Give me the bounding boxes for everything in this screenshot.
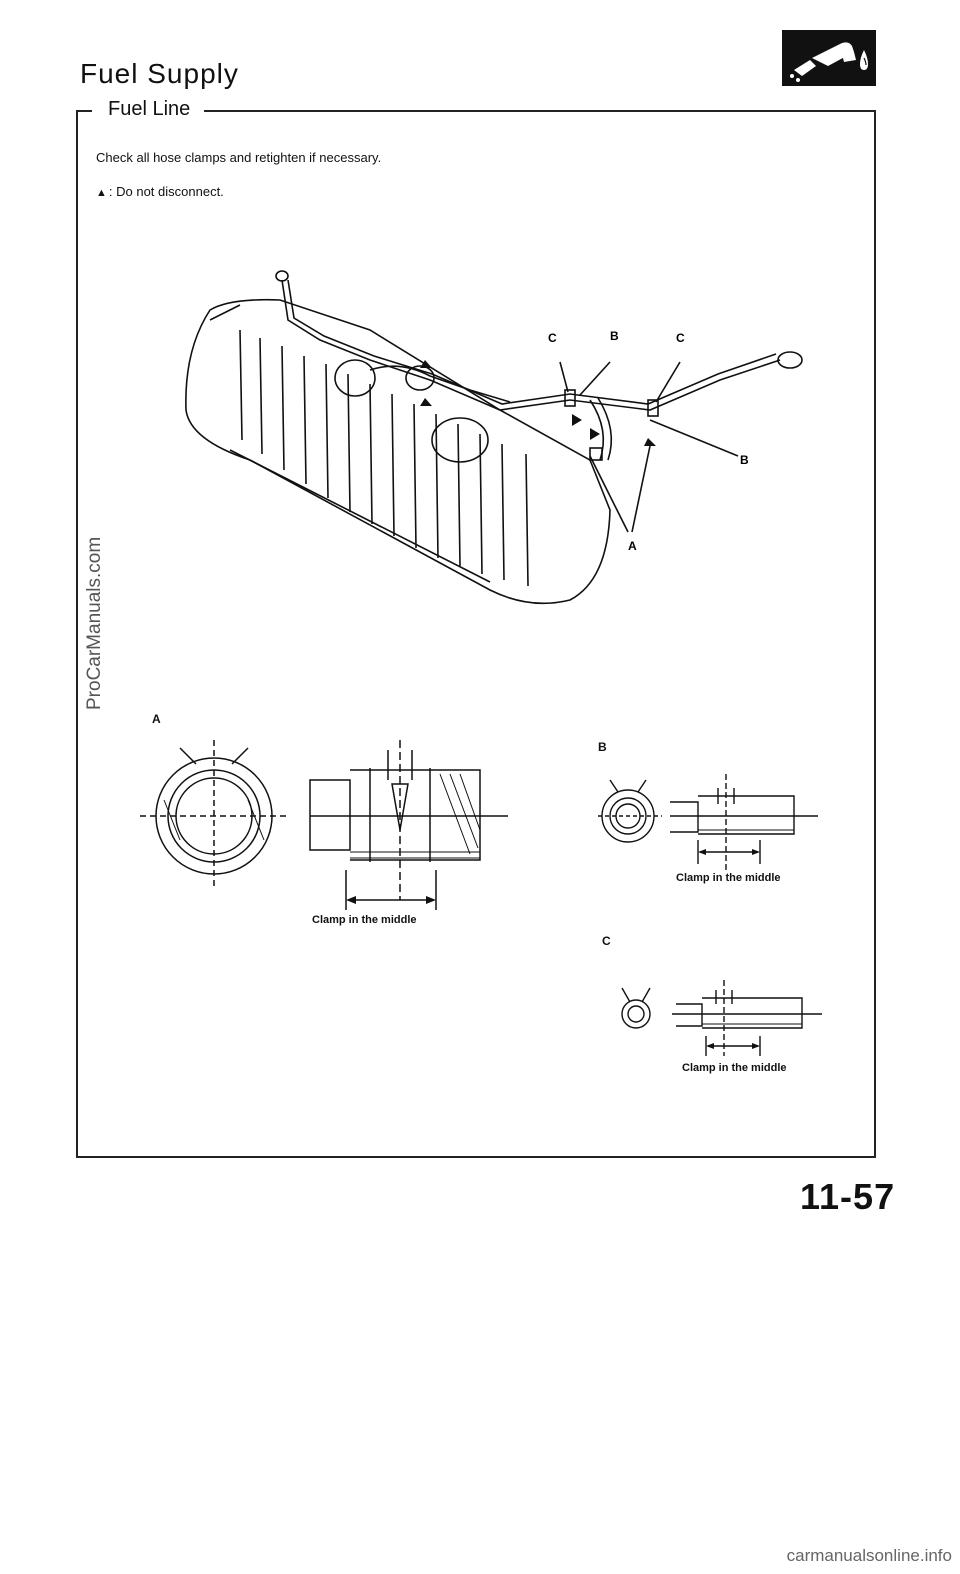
fuel-nozzle-icon: [782, 30, 876, 86]
bottom-watermark: carmanualsonline.info: [786, 1546, 952, 1565]
detail-b-caption: Clamp in the middle: [676, 872, 781, 884]
detail-b-diagram: [598, 774, 818, 870]
side-watermark: ProCarManuals.com: [84, 536, 105, 710]
section-title: Fuel Line: [102, 98, 197, 121]
callout-a: A: [628, 539, 637, 553]
detail-c-caption: Clamp in the middle: [682, 1062, 787, 1074]
warning-triangle-icon: ▲: [96, 187, 107, 199]
frame-top-right: [204, 110, 876, 112]
detail-b-label: B: [598, 740, 607, 754]
content-frame: [76, 110, 876, 1158]
detail-c-label: C: [602, 934, 611, 948]
instruction-text: Check all hose clamps and retighten if n…: [96, 150, 382, 165]
callout-c-2: C: [676, 331, 685, 345]
detail-c-diagram: [621, 980, 822, 1056]
note-label: : Do not disconnect.: [108, 184, 224, 199]
page-number: 11-57: [800, 1176, 896, 1217]
callout-c-1: C: [548, 331, 557, 345]
detail-a-diagram: [140, 740, 508, 910]
note-text: ▲: Do not disconnect.: [96, 184, 224, 199]
detail-a-label: A: [152, 712, 161, 726]
callout-b-2: B: [740, 453, 749, 467]
detail-a-caption: Clamp in the middle: [312, 914, 417, 926]
page-title: Fuel Supply: [80, 58, 239, 89]
callout-b-1: B: [610, 329, 619, 343]
fuel-tank-diagram: C B C B A: [185, 270, 803, 605]
frame-top-left: [76, 110, 92, 112]
